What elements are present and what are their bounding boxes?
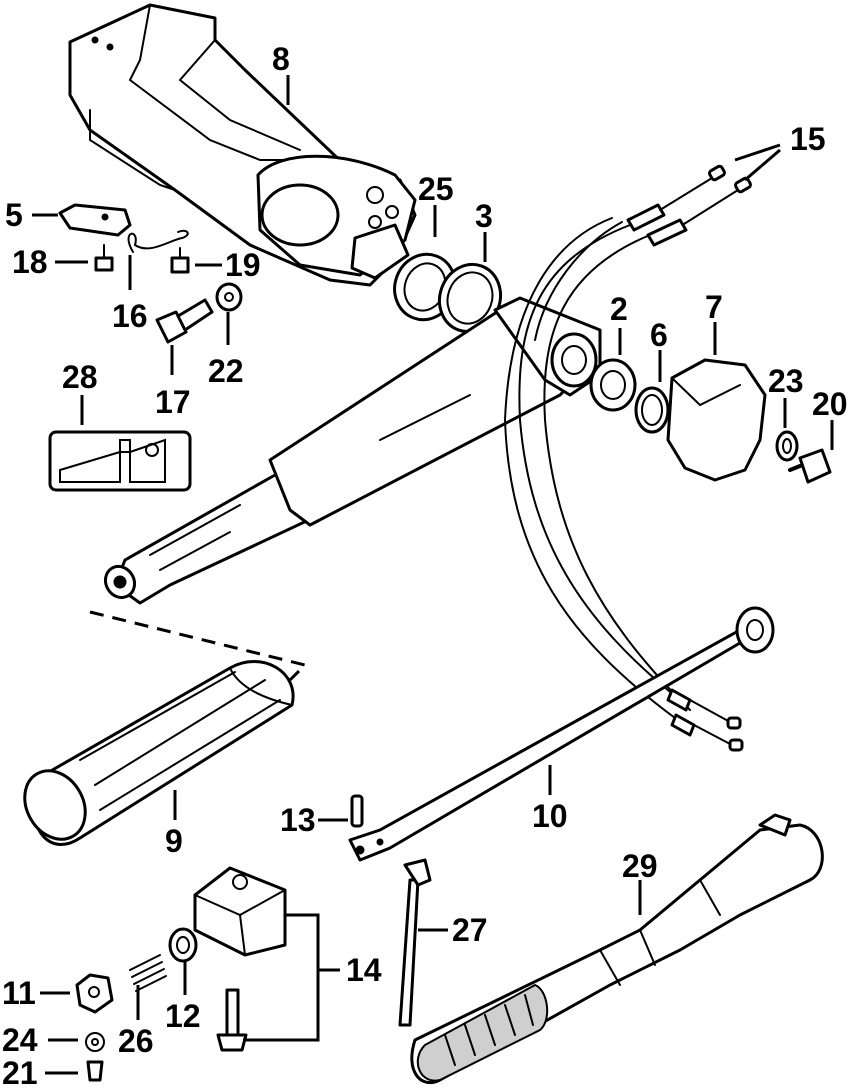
part-19-screw [170, 247, 190, 274]
label-18: 18 [12, 244, 48, 280]
label-2: 2 [610, 291, 628, 327]
label-23: 23 [768, 363, 804, 399]
part-21-screw [86, 1060, 104, 1082]
label-26: 26 [118, 1023, 154, 1059]
part-17-bolt [155, 298, 214, 344]
label-14: 14 [346, 952, 382, 988]
part-16-spring [127, 229, 189, 253]
label-13: 13 [280, 802, 316, 838]
callout-labels: 8 25 3 15 5 18 19 16 22 17 28 2 6 7 23 2… [2, 41, 848, 1089]
part-10-rod [348, 606, 775, 862]
part-8-housing [68, 3, 417, 287]
part-28-decal [48, 430, 192, 492]
part-23-washer [775, 430, 799, 462]
label-9: 9 [165, 823, 183, 859]
cables [503, 164, 752, 752]
part-18-screw [94, 244, 114, 272]
label-22: 22 [208, 353, 244, 389]
label-27: 27 [452, 912, 488, 948]
label-24: 24 [2, 1022, 38, 1058]
part-26-spring [129, 954, 167, 992]
label-25: 25 [418, 171, 454, 207]
part-27-tie [398, 858, 432, 1027]
label-6: 6 [650, 317, 668, 353]
label-17: 17 [155, 384, 191, 420]
label-20: 20 [812, 386, 848, 422]
label-7: 7 [705, 289, 723, 325]
part-24-washer [85, 1032, 105, 1052]
part-12-bushing [168, 927, 198, 963]
part-5-plate [58, 203, 132, 237]
label-28: 28 [62, 359, 98, 395]
label-12: 12 [165, 998, 201, 1034]
part-7-cap [666, 358, 767, 482]
part-2-bushing [589, 358, 637, 412]
label-15: 15 [790, 121, 826, 157]
part-22-washer [215, 282, 243, 312]
label-16: 16 [112, 298, 148, 334]
part-20-bolt [788, 448, 832, 484]
label-5: 5 [5, 197, 23, 233]
label-29: 29 [622, 848, 658, 884]
part-clamp-screw [216, 988, 248, 1052]
label-3: 3 [475, 198, 493, 234]
part-13-pin [350, 794, 364, 828]
part-11-block [75, 973, 114, 1014]
label-21: 21 [2, 1055, 38, 1089]
leader-lines [32, 75, 834, 1075]
part-29-assembly [410, 813, 824, 1084]
label-8: 8 [272, 41, 290, 77]
part-9-grip [23, 660, 295, 846]
label-19: 19 [225, 247, 261, 283]
part-14-clamp [193, 866, 287, 957]
label-10: 10 [532, 798, 568, 834]
label-11: 11 [2, 975, 36, 1011]
